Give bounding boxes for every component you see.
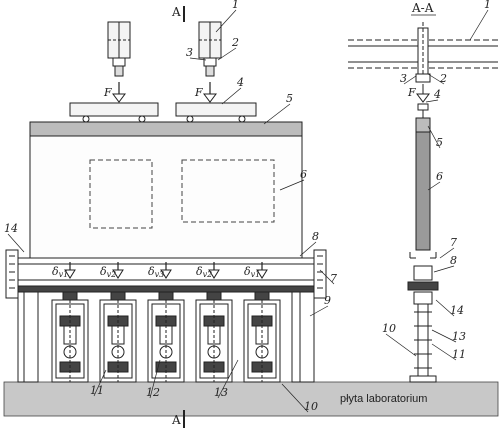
svg-text:5: 5 — [286, 92, 293, 105]
side-callout-5: 5 — [427, 125, 443, 149]
svg-text:9: 9 — [324, 294, 331, 307]
svg-text:F: F — [194, 86, 203, 99]
svg-text:10: 10 — [304, 400, 318, 413]
svg-text:2: 2 — [231, 36, 239, 49]
svg-text:14: 14 — [4, 222, 18, 235]
jack-unit-2 — [99, 291, 137, 383]
side-column — [415, 103, 431, 251]
svg-text:6: 6 — [300, 168, 307, 181]
svg-text:4: 4 — [433, 88, 441, 101]
svg-text:13: 13 — [452, 330, 466, 343]
svg-text:5: 5 — [436, 136, 443, 149]
side-callout-1: 1 — [469, 0, 491, 41]
section-marker-bottom: A — [171, 410, 185, 428]
svg-text:F: F — [103, 86, 112, 99]
jack-units — [51, 291, 281, 383]
svg-text:8: 8 — [312, 230, 319, 243]
wall-panel — [29, 135, 303, 259]
side-callout-4: 4 — [425, 88, 441, 103]
front-callout-1: 1 — [215, 0, 239, 33]
front-callout-5: 5 — [263, 92, 293, 125]
jack-unit-4 — [195, 291, 233, 383]
front-callout-9: 9 — [309, 294, 331, 317]
jack-unit-1 — [51, 291, 89, 383]
front-callout-7: 7 — [319, 269, 337, 285]
window-opening-left — [89, 159, 153, 229]
svg-text:11: 11 — [452, 348, 466, 361]
svg-text:F: F — [407, 86, 416, 99]
force-arrow-left: F — [103, 82, 126, 103]
front-callout-6: 6 — [279, 168, 307, 191]
side-callout-11: 11 — [431, 343, 466, 361]
front-callout-12: 12 — [146, 359, 161, 399]
force-arrow-right: F — [194, 82, 217, 103]
end-bracket-right — [313, 249, 327, 299]
svg-text:12: 12 — [146, 386, 160, 399]
svg-text:4: 4 — [236, 76, 244, 89]
side-callout-10: 10 — [382, 322, 417, 357]
svg-text:A: A — [171, 413, 181, 427]
svg-text:6: 6 — [436, 170, 443, 183]
side-callout-7: 7 — [439, 236, 457, 259]
svg-text:2: 2 — [439, 72, 447, 85]
front-callout-4: 4 — [221, 76, 244, 105]
svg-text:13: 13 — [214, 386, 228, 399]
svg-text:3: 3 — [400, 72, 407, 85]
svg-text:14: 14 — [450, 304, 464, 317]
actuator-right — [198, 21, 222, 77]
front-callout-11: 11 — [90, 369, 107, 397]
front-callout-2: 2 — [217, 36, 239, 61]
side-lower-assembly — [407, 252, 439, 383]
side-top-beam — [348, 22, 498, 80]
side-callout-14: 14 — [435, 299, 464, 317]
support-frame-right — [291, 291, 315, 383]
front-callout-13: 13 — [214, 359, 239, 399]
side-callout-13: 13 — [431, 329, 466, 343]
side-actuator-head: F — [407, 73, 431, 103]
actuator-left — [107, 21, 131, 77]
section-title: A-A — [411, 1, 434, 15]
jack-unit-3 — [147, 291, 185, 383]
side-callout-2: 2 — [427, 72, 447, 85]
side-callout-6: 6 — [427, 170, 443, 191]
svg-text:1: 1 — [232, 0, 239, 11]
spreader-beam-right — [175, 102, 257, 123]
svg-text:7: 7 — [450, 236, 457, 249]
section-marker-top: A — [171, 5, 185, 22]
spreader-beam-left — [69, 102, 159, 123]
side-callout-3: 3 — [400, 72, 417, 85]
front-callout-8: 8 — [299, 230, 319, 257]
window-opening-right — [181, 159, 275, 223]
side-callout-8: 8 — [433, 254, 457, 273]
svg-text:3: 3 — [186, 46, 193, 59]
svg-text:10: 10 — [382, 322, 396, 335]
svg-text:8: 8 — [450, 254, 457, 267]
front-callout-14: 14 — [4, 222, 25, 253]
svg-text:1: 1 — [484, 0, 491, 11]
front-callout-3: 3 — [186, 46, 207, 61]
svg-text:11: 11 — [90, 384, 104, 397]
support-frame-left — [17, 291, 39, 383]
floor-label: płyta laboratorium — [340, 393, 427, 405]
svg-text:A: A — [171, 5, 181, 19]
jack-unit-5 — [243, 291, 281, 383]
wall-panel-top-band — [29, 121, 303, 137]
front-callout-10: 10 — [281, 383, 318, 413]
end-bracket-left — [5, 249, 19, 299]
svg-text:7: 7 — [330, 272, 337, 285]
laboratory-floor-slab — [3, 381, 499, 417]
